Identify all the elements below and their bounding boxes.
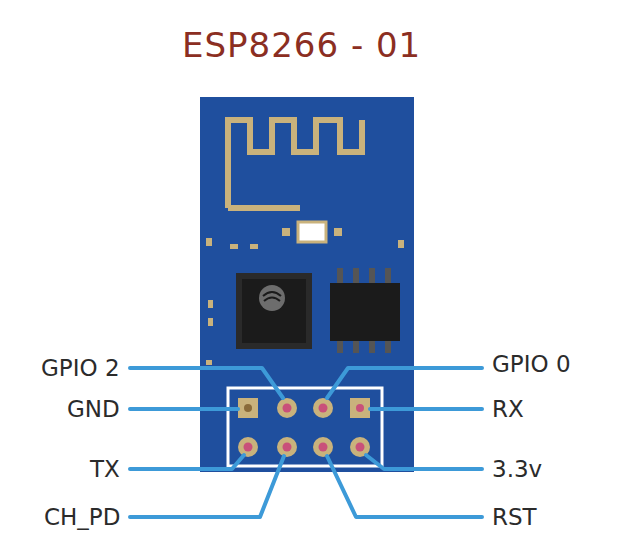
pcb-board <box>200 97 414 472</box>
pin-label: 3.3v <box>492 458 542 481</box>
smd-pad <box>282 228 290 236</box>
smd-pad <box>250 244 258 249</box>
smd-pad <box>208 300 213 308</box>
pin-hole <box>356 404 364 412</box>
espressif-logo <box>259 285 285 311</box>
leader-line <box>130 455 244 469</box>
header-outline <box>228 388 382 466</box>
pin-hole <box>356 443 365 452</box>
pin-label: GPIO 0 <box>492 353 571 376</box>
leader-line <box>370 407 482 411</box>
pin-label: RST <box>492 506 537 529</box>
leader-line <box>327 456 482 517</box>
round-pin <box>313 437 333 457</box>
leader-line <box>130 407 238 411</box>
round-pin <box>238 437 258 457</box>
smd-pad <box>206 360 212 365</box>
espressif-logo <box>263 292 281 301</box>
flash-chip <box>330 283 400 341</box>
pin-label: RX <box>492 398 524 421</box>
pin-hole <box>244 443 253 452</box>
chip-pin <box>353 268 359 283</box>
chip-pin <box>385 341 391 353</box>
pin-label: CH_PD <box>44 506 120 529</box>
smd-pad <box>208 318 213 326</box>
chip-pin <box>369 268 375 283</box>
chip-pin <box>369 341 375 353</box>
round-pin <box>313 398 333 418</box>
esp-chip-body <box>242 279 306 343</box>
esp-chip <box>236 273 312 349</box>
leader-line <box>130 368 283 398</box>
smd-pad <box>206 238 212 246</box>
antenna-trace <box>228 205 300 211</box>
pin-label: GPIO 2 <box>41 357 120 380</box>
smd-pad <box>230 244 238 249</box>
pin-hole <box>244 404 252 412</box>
round-pin <box>277 398 297 418</box>
pin-hole <box>319 443 328 452</box>
diagram-title: ESP8266 - 01 <box>182 28 421 62</box>
leader-line <box>130 456 284 517</box>
pin-hole <box>283 404 292 413</box>
leader-line <box>366 455 482 469</box>
pin-hole <box>283 443 292 452</box>
chip-pin <box>385 268 391 283</box>
chip-pin <box>337 268 343 283</box>
led-component <box>298 222 326 242</box>
chip-pin <box>337 341 343 353</box>
smd-pad <box>334 228 342 236</box>
leader-line <box>327 368 482 398</box>
square-pin <box>350 398 370 418</box>
pin-label: TX <box>90 458 120 481</box>
pin-hole <box>319 404 328 413</box>
smd-pad <box>398 240 404 248</box>
pin-label: GND <box>67 398 120 421</box>
chip-pin <box>353 341 359 353</box>
round-pin <box>277 437 297 457</box>
square-pin <box>238 398 258 418</box>
antenna-trace <box>228 120 362 208</box>
